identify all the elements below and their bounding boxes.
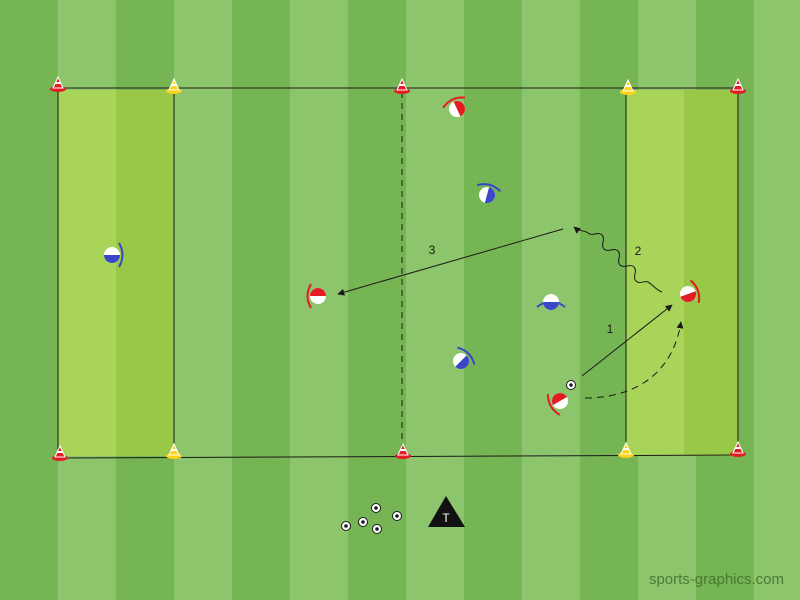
pass-arrow-1 [581,304,673,377]
cone-icon [50,75,66,92]
cone-icon [394,77,410,94]
cone-icon [395,442,411,459]
trainer-triangle-icon: T [428,496,465,527]
run-arrow [584,321,684,399]
dribble-arrow-2 [573,226,663,293]
cone-icon [52,444,68,461]
player-icon [453,346,476,369]
arrow-label-1: 1 [607,322,614,336]
cone-icon [730,440,746,457]
player-icon [536,294,566,310]
player-icon [546,393,568,416]
actions [337,226,684,399]
end-zone-left [58,90,174,456]
trainer-label: T [442,511,450,525]
watermark: sports-graphics.com [648,571,784,588]
ball-icon [358,517,368,527]
player-icon [306,283,326,309]
cone-icon [618,441,634,458]
cone-icon [166,77,182,94]
arrow-label-2: 2 [635,244,642,258]
player-icon [680,279,701,304]
end-zone-right [626,90,738,456]
ball-pile [341,503,402,534]
cone-icon [166,442,182,459]
cones [50,75,746,461]
ball-icon [341,521,351,531]
ball-icon [392,511,402,521]
player-icon [104,242,124,268]
cone-icon [620,78,636,95]
player-icon [442,96,466,117]
arrow-label-3: 3 [429,243,436,257]
player-icon [476,183,502,203]
pass-arrow-3 [337,228,564,296]
ball-icon [371,503,381,513]
cone-icon [730,77,746,94]
ball-icon [372,524,382,534]
ball-icon [566,380,576,390]
